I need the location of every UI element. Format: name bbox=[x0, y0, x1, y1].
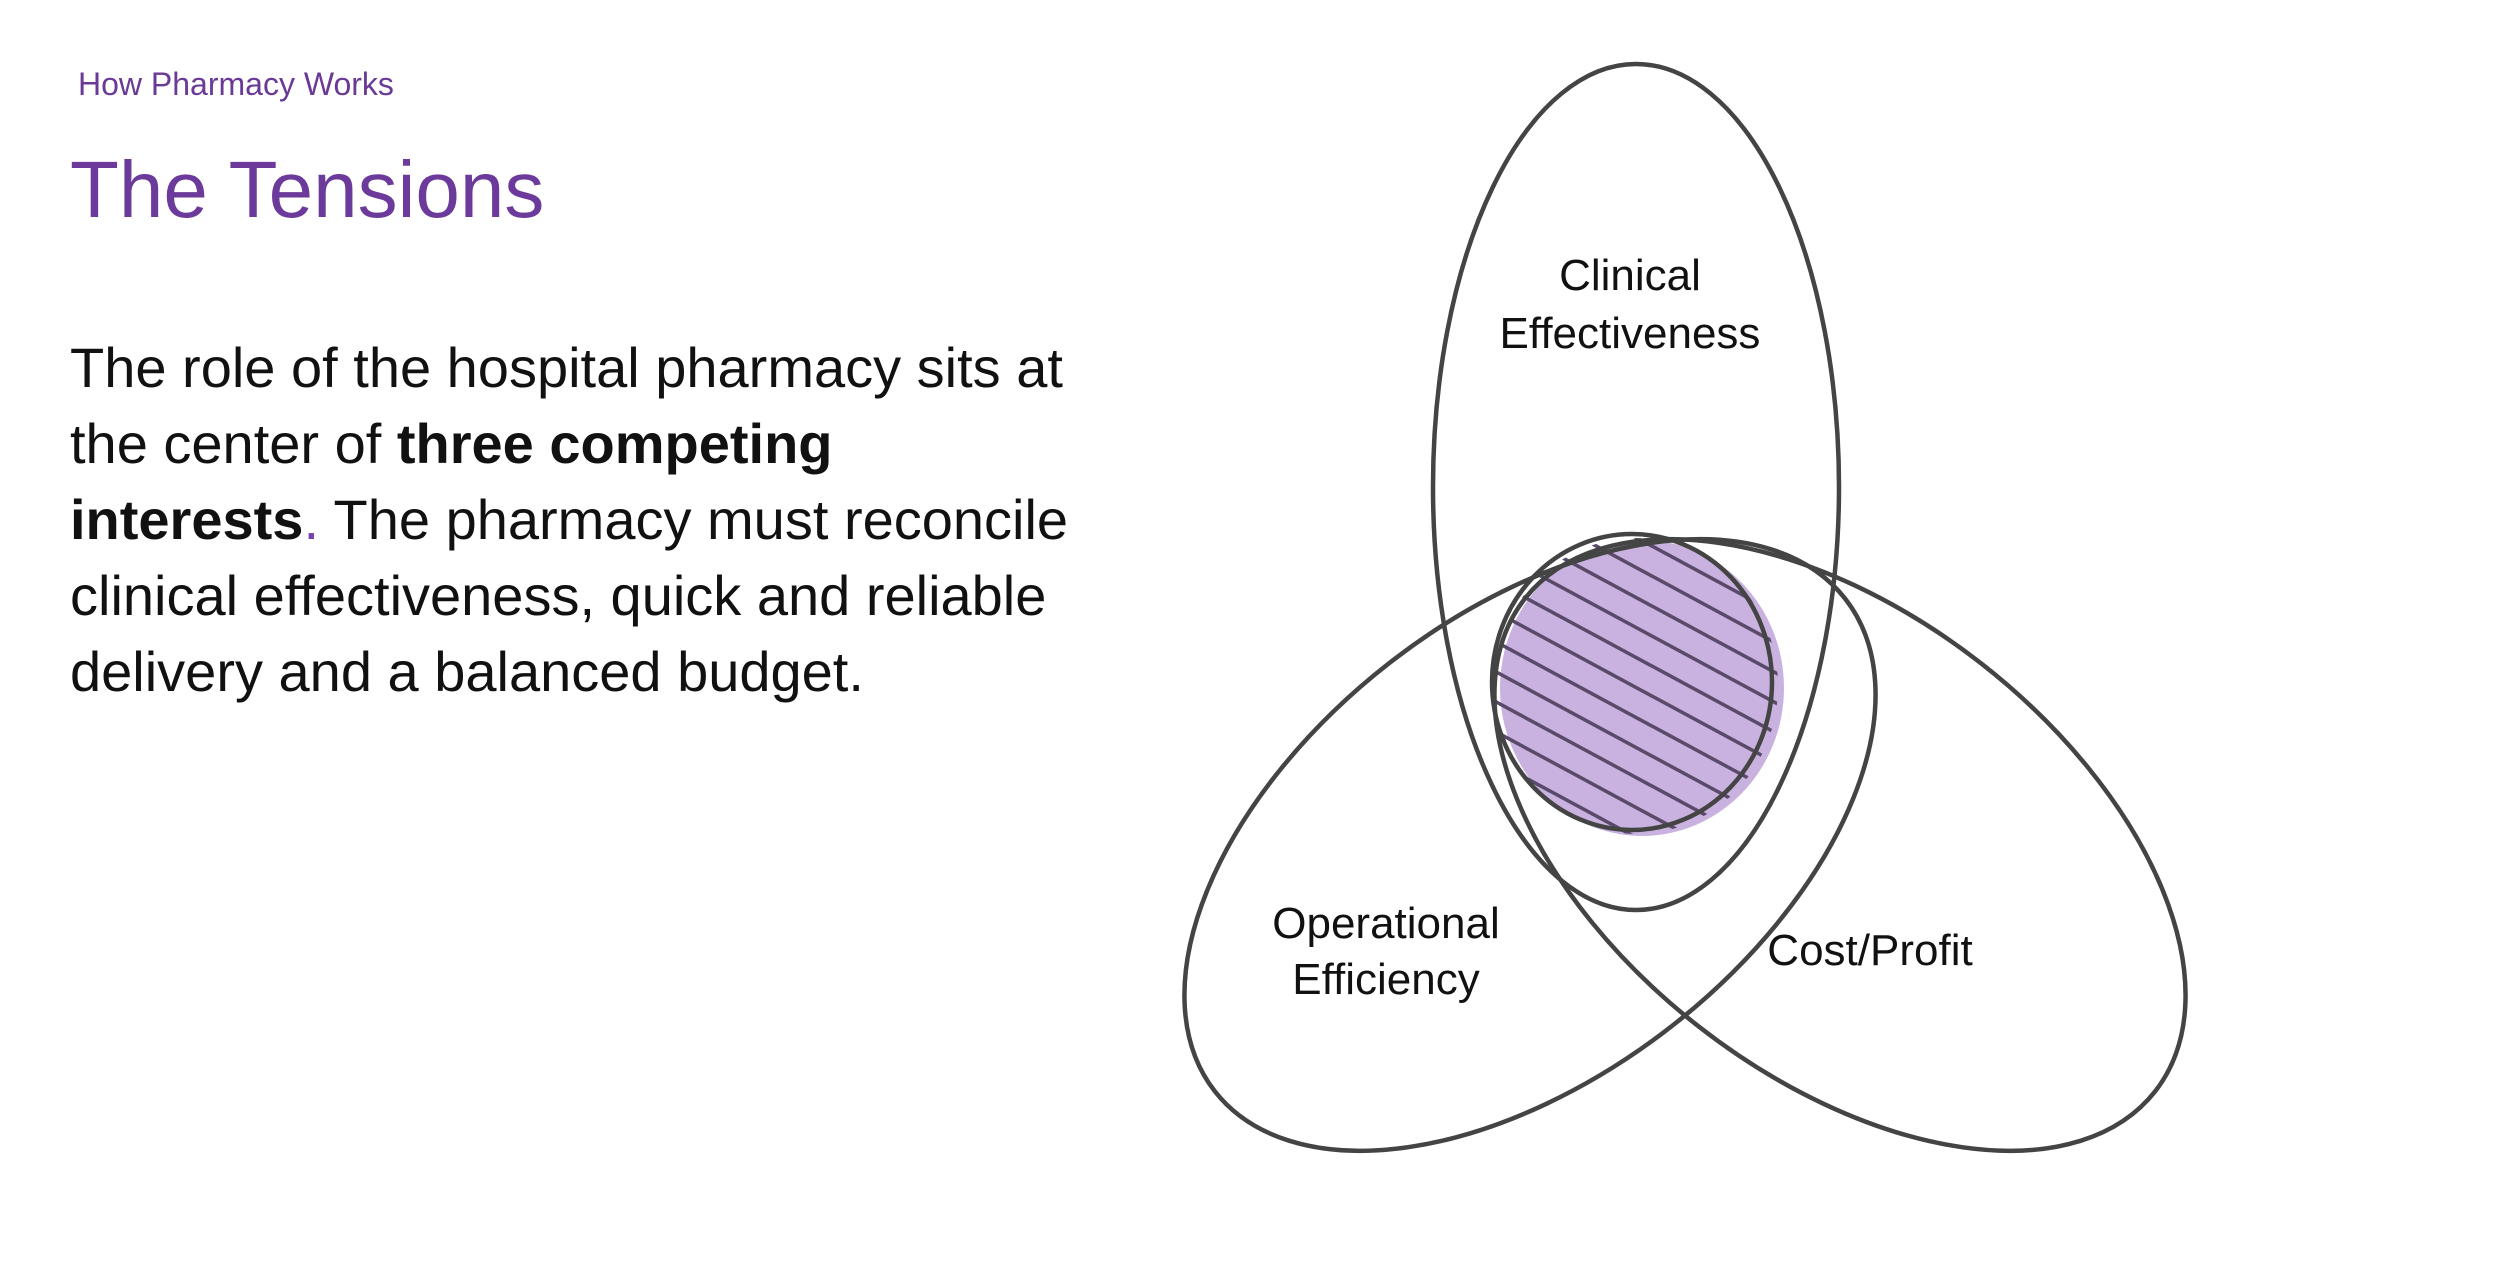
label-clinical-line2: Effectiveness bbox=[1500, 309, 1761, 358]
ellipse-operational-efficiency bbox=[1182, 536, 1878, 1154]
body-emphasis: three competing interests bbox=[70, 412, 833, 551]
ellipse-cost-profit bbox=[1492, 536, 2188, 1154]
center-intersection-outline bbox=[1489, 531, 1775, 833]
page-title: The Tensions bbox=[70, 145, 545, 234]
label-cost-profit: Cost/Profit bbox=[1767, 926, 1972, 975]
label-operational-line1: Operational bbox=[1272, 899, 1499, 948]
body-text-part1: The role of the hospital pharmacy sits a… bbox=[70, 336, 1063, 475]
ellipse-clinical-effectiveness bbox=[1430, 61, 1842, 913]
body-paragraph: The role of the hospital pharmacy sits a… bbox=[70, 330, 1070, 710]
center-intersection-fill bbox=[1500, 540, 1784, 836]
section-label: How Pharmacy Works bbox=[78, 66, 394, 102]
venn-diagram: Clinical Effectiveness Operational Effic… bbox=[1182, 61, 2188, 1154]
body-text-part2: The pharmacy must reconcile clinical eff… bbox=[70, 488, 1069, 703]
body-emphasis-dot: . bbox=[303, 488, 319, 551]
label-operational-line2: Efficiency bbox=[1292, 955, 1480, 1004]
label-clinical-line1: Clinical bbox=[1559, 251, 1701, 300]
